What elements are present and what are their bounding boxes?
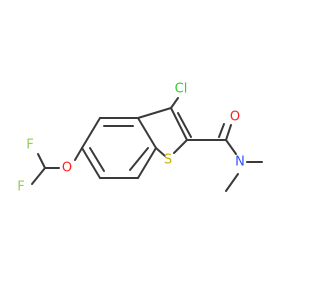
atom-label-n: N xyxy=(235,155,245,170)
bond xyxy=(74,147,83,161)
bond xyxy=(173,139,188,154)
atom-label-o-ether: O xyxy=(62,161,72,176)
bond xyxy=(170,97,179,109)
bond xyxy=(31,167,46,185)
bond xyxy=(81,147,101,179)
bond xyxy=(218,123,225,138)
bond xyxy=(155,147,166,157)
bond xyxy=(137,107,172,119)
bond-lines xyxy=(31,97,263,192)
atom-label-cl: Cl xyxy=(175,82,188,97)
bond xyxy=(225,173,239,192)
bond xyxy=(37,153,46,169)
bond xyxy=(225,139,237,155)
atom-label-o-carbonyl: O xyxy=(230,110,240,125)
atom-label-f-top: F xyxy=(26,138,33,153)
bond xyxy=(89,147,105,172)
atom-label-s: S xyxy=(164,153,172,168)
bond xyxy=(129,147,149,171)
bond xyxy=(81,117,101,149)
atom-label-f-bottom: F xyxy=(17,180,24,195)
bond xyxy=(137,117,157,149)
canvas-background xyxy=(0,0,300,300)
bond xyxy=(137,147,157,179)
molecule-structure-diagram: Cl O N S O F F xyxy=(0,0,300,300)
bond xyxy=(225,124,232,141)
bond xyxy=(177,112,192,138)
bond xyxy=(170,107,188,141)
